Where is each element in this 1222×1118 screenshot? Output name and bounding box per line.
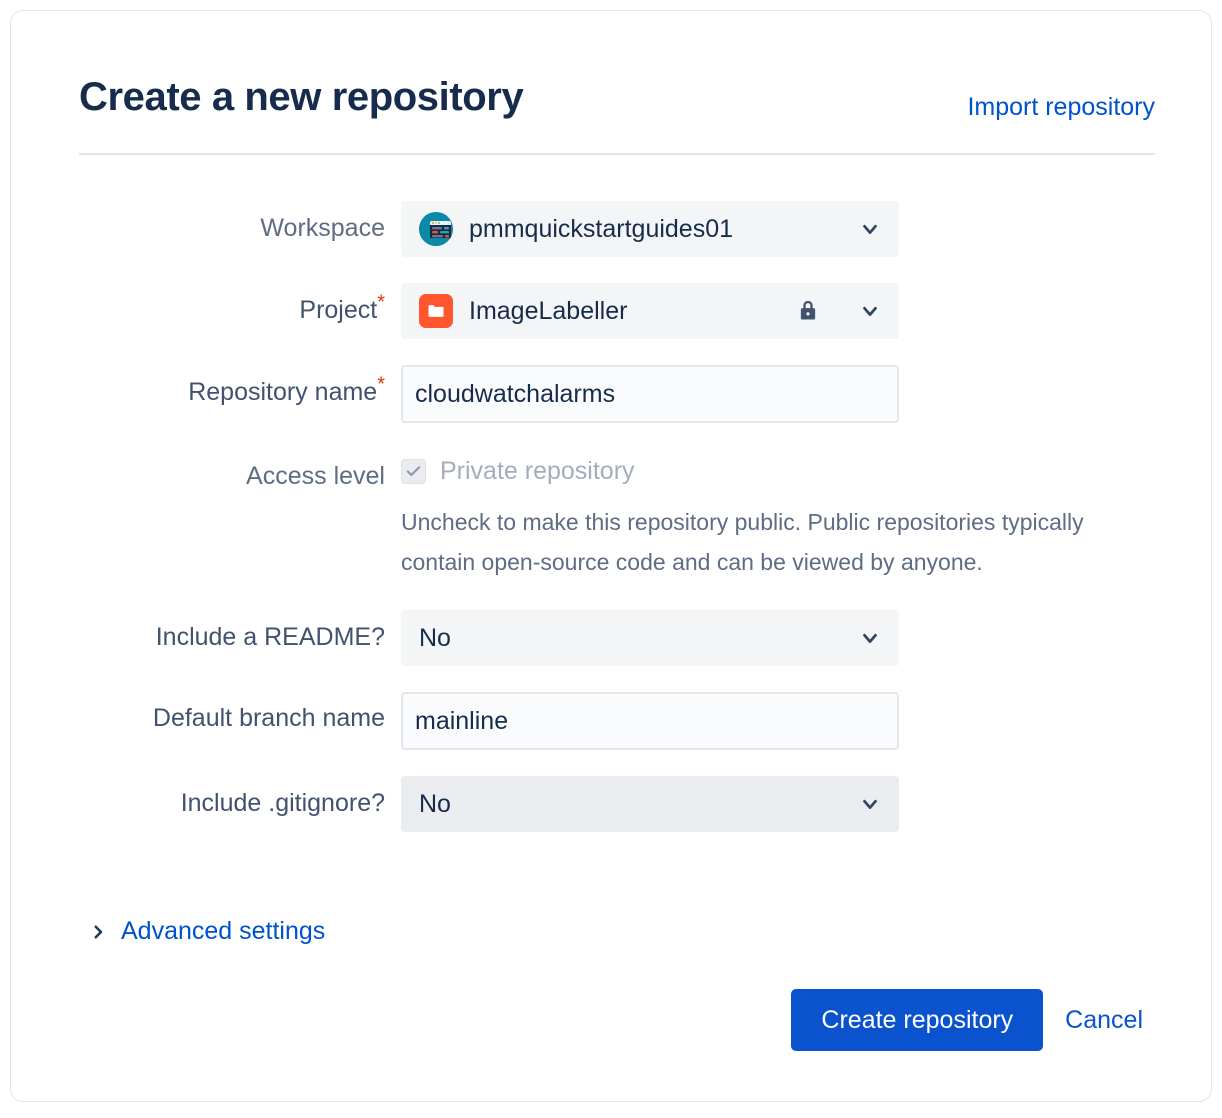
- checkmark-icon: [406, 466, 421, 477]
- include-readme-value: No: [419, 623, 451, 652]
- project-label: Project*: [11, 283, 401, 326]
- project-label-text: Project: [299, 296, 378, 324]
- include-readme-label: Include a README?: [155, 623, 385, 651]
- header-divider: [79, 153, 1155, 155]
- private-repository-label: Private repository: [440, 457, 635, 485]
- advanced-settings-label: Advanced settings: [121, 917, 326, 945]
- cancel-button[interactable]: Cancel: [1065, 1005, 1143, 1034]
- form-actions: Create repository Cancel: [791, 989, 1143, 1051]
- project-value: ImageLabeller: [469, 296, 628, 325]
- workspace-avatar-icon: [419, 212, 453, 246]
- project-select[interactable]: ImageLabeller: [401, 283, 899, 339]
- project-required-mark: *: [377, 291, 385, 314]
- private-repository-checkbox-row[interactable]: Private repository: [401, 449, 1213, 486]
- repository-name-label-text: Repository name: [188, 378, 378, 406]
- form-row-include-gitignore: Include .gitignore? No: [11, 776, 1213, 832]
- page-title: Create a new repository: [79, 75, 524, 119]
- lock-icon: [795, 298, 821, 324]
- form-row-access-level: Access level Private repository Uncheck …: [11, 449, 1213, 582]
- chevron-down-icon: [859, 793, 881, 815]
- advanced-settings-toggle[interactable]: Advanced settings: [89, 917, 325, 946]
- form-row-include-readme: Include a README? No: [11, 610, 1213, 666]
- repository-name-label: Repository name*: [11, 365, 401, 408]
- include-gitignore-value: No: [419, 789, 451, 818]
- include-gitignore-label: Include .gitignore?: [180, 789, 385, 817]
- form-row-project: Project* ImageLabeller: [11, 283, 1213, 339]
- card-header: Create a new repository Import repositor…: [79, 69, 1155, 149]
- repository-name-input[interactable]: [401, 365, 899, 423]
- create-repository-form: Workspace: [11, 201, 1213, 832]
- workspace-value: pmmquickstartguides01: [469, 214, 734, 243]
- include-gitignore-select[interactable]: No: [401, 776, 899, 832]
- form-row-default-branch: Default branch name: [11, 692, 1213, 750]
- chevron-right-icon: [89, 923, 107, 941]
- repository-name-required-mark: *: [377, 373, 385, 396]
- project-folder-icon: [419, 294, 453, 328]
- form-row-repository-name: Repository name*: [11, 365, 1213, 423]
- chevron-down-icon: [859, 218, 881, 240]
- form-row-workspace: Workspace: [11, 201, 1213, 257]
- create-repository-button[interactable]: Create repository: [791, 989, 1044, 1051]
- default-branch-input[interactable]: [401, 692, 899, 750]
- default-branch-label: Default branch name: [152, 704, 385, 732]
- access-level-label: Access level: [246, 462, 385, 490]
- workspace-select[interactable]: pmmquickstartguides01: [401, 201, 899, 257]
- chevron-down-icon: [859, 627, 881, 649]
- import-repository-link[interactable]: Import repository: [967, 93, 1155, 121]
- workspace-label: Workspace: [260, 214, 385, 242]
- private-repository-checkbox[interactable]: [401, 459, 426, 484]
- chevron-down-icon: [859, 300, 881, 322]
- access-level-help-text: Uncheck to make this repository public. …: [401, 509, 1084, 575]
- include-readme-select[interactable]: No: [401, 610, 899, 666]
- create-repository-card: Create a new repository Import repositor…: [10, 10, 1212, 1102]
